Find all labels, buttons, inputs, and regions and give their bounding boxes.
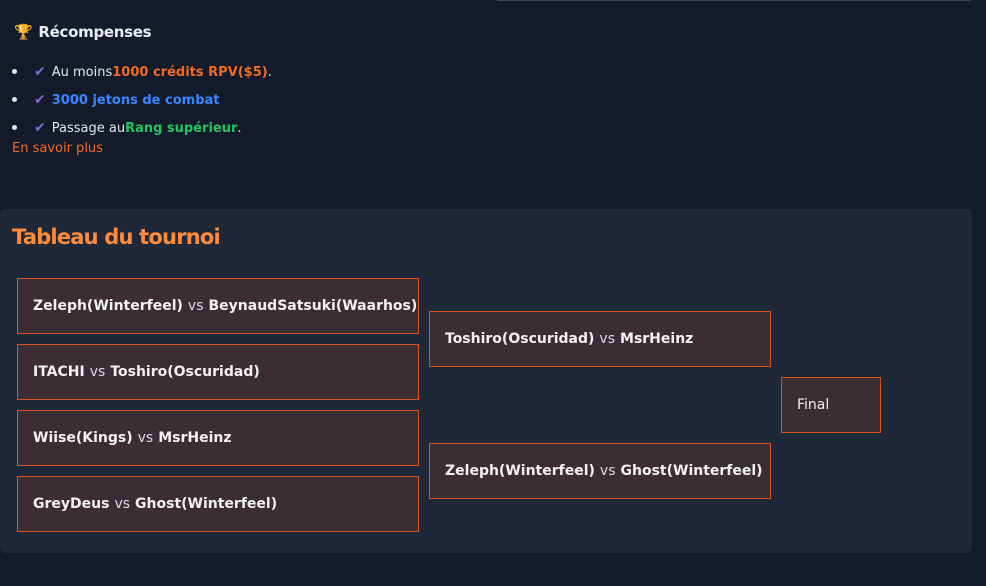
reward-item: ✔ Passage au Rang supérieur. bbox=[12, 114, 272, 142]
vs-label: vs bbox=[599, 463, 616, 479]
reward-suffix: . bbox=[237, 120, 242, 136]
reward-highlight: Rang supérieur bbox=[125, 120, 238, 136]
trophy-icon: 🏆 bbox=[14, 22, 33, 41]
player-b: Toshiro(Oscuridad) bbox=[110, 364, 260, 380]
player-b: Ghost(Winterfeel) bbox=[620, 463, 763, 479]
player-a: ITACHI bbox=[33, 364, 85, 380]
check-icon: ✔ bbox=[34, 120, 46, 136]
rewards-title: Récompenses bbox=[38, 23, 152, 41]
final-label: Final bbox=[797, 397, 830, 413]
reward-suffix: . bbox=[267, 64, 272, 80]
reward-highlight: 1000 crédits RPV($5) bbox=[112, 64, 268, 80]
player-b: MsrHeinz bbox=[620, 331, 694, 347]
check-icon: ✔ bbox=[34, 64, 46, 80]
player-b: MsrHeinz bbox=[158, 430, 232, 446]
vs-label: vs bbox=[114, 496, 131, 512]
player-b: Ghost(Winterfeel) bbox=[135, 496, 278, 512]
player-a: Wiise(Kings) bbox=[33, 430, 133, 446]
reward-text: Passage au bbox=[51, 120, 126, 136]
check-icon: ✔ bbox=[34, 92, 46, 108]
vs-label: vs bbox=[599, 331, 616, 347]
vs-label: vs bbox=[89, 364, 106, 380]
vs-label: vs bbox=[137, 430, 154, 446]
learn-more-link[interactable]: En savoir plus bbox=[12, 141, 103, 156]
player-b: BeynaudSatsuki(Waarhos) bbox=[208, 298, 418, 314]
bracket-title: Tableau du tournoi bbox=[12, 225, 221, 249]
reward-item: ✔ 3000 jetons de combat bbox=[12, 86, 272, 114]
reward-highlight: 3000 jetons de combat bbox=[51, 92, 220, 108]
vs-label: vs bbox=[187, 298, 204, 314]
player-a: Zeleph(Winterfeel) bbox=[445, 463, 595, 479]
match-final[interactable]: Final bbox=[781, 377, 881, 433]
rewards-list: ✔ Au moins 1000 crédits RPV($5). ✔ 3000 … bbox=[12, 58, 272, 142]
reward-text: Au moins bbox=[51, 64, 113, 80]
player-a: GreyDeus bbox=[33, 496, 110, 512]
player-a: Zeleph(Winterfeel) bbox=[33, 298, 183, 314]
reward-item: ✔ Au moins 1000 crédits RPV($5). bbox=[12, 58, 272, 86]
top-divider bbox=[497, 0, 971, 1]
rewards-heading: 🏆 Récompenses bbox=[14, 20, 152, 44]
player-a: Toshiro(Oscuridad) bbox=[445, 331, 595, 347]
